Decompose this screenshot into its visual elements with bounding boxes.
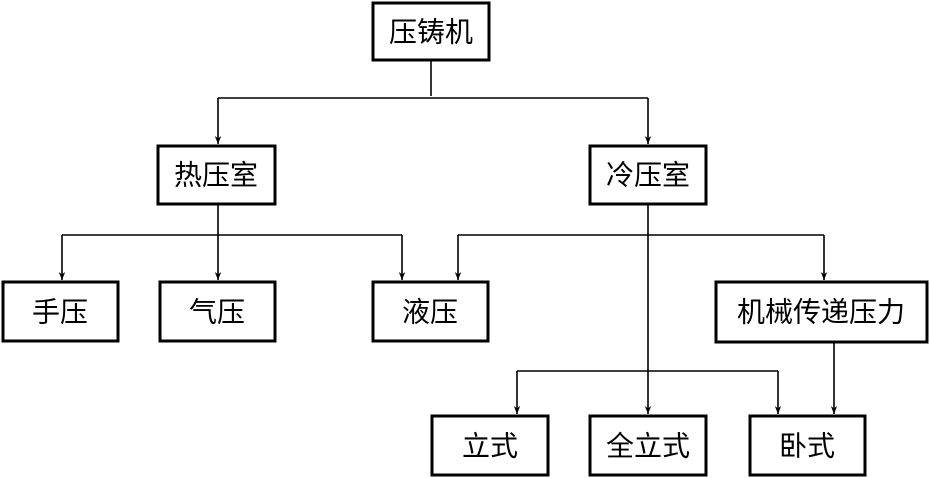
node-manual-box	[1, 280, 120, 343]
node-hot-label: 热压室	[174, 159, 258, 192]
node-root: 压铸机	[371, 1, 491, 62]
node-vertical: 立式	[430, 414, 550, 477]
node-mechanical: 机械传递压力	[714, 280, 929, 344]
edges	[58, 60, 838, 414]
node-full-vertical-box	[588, 414, 708, 477]
node-cold-label: 冷压室	[606, 159, 690, 192]
node-hydraulic-box	[371, 280, 490, 343]
node-manual: 手压	[1, 280, 120, 343]
node-cold: 冷压室	[588, 144, 708, 206]
node-mechanical-box	[714, 280, 929, 344]
node-horizontal-label: 卧式	[779, 430, 835, 463]
node-full-vertical-label: 全立式	[606, 430, 690, 463]
node-hot-box	[156, 144, 277, 206]
node-vertical-label: 立式	[462, 430, 518, 463]
node-manual-label: 手压	[32, 296, 88, 329]
node-cold-box	[588, 144, 708, 206]
node-horizontal: 卧式	[748, 414, 867, 477]
node-root-box	[371, 1, 491, 62]
node-hydraulic: 液压	[371, 280, 490, 343]
node-hydraulic-label: 液压	[402, 296, 458, 329]
node-pneumatic: 气压	[158, 280, 277, 343]
node-mechanical-label: 机械传递压力	[737, 296, 905, 329]
node-pneumatic-box	[158, 280, 277, 343]
node-horizontal-box	[748, 414, 867, 477]
node-pneumatic-label: 气压	[189, 296, 245, 329]
node-vertical-box	[430, 414, 550, 477]
node-root-label: 压铸机	[389, 16, 473, 49]
node-hot: 热压室	[156, 144, 277, 206]
node-full-vertical: 全立式	[588, 414, 708, 477]
